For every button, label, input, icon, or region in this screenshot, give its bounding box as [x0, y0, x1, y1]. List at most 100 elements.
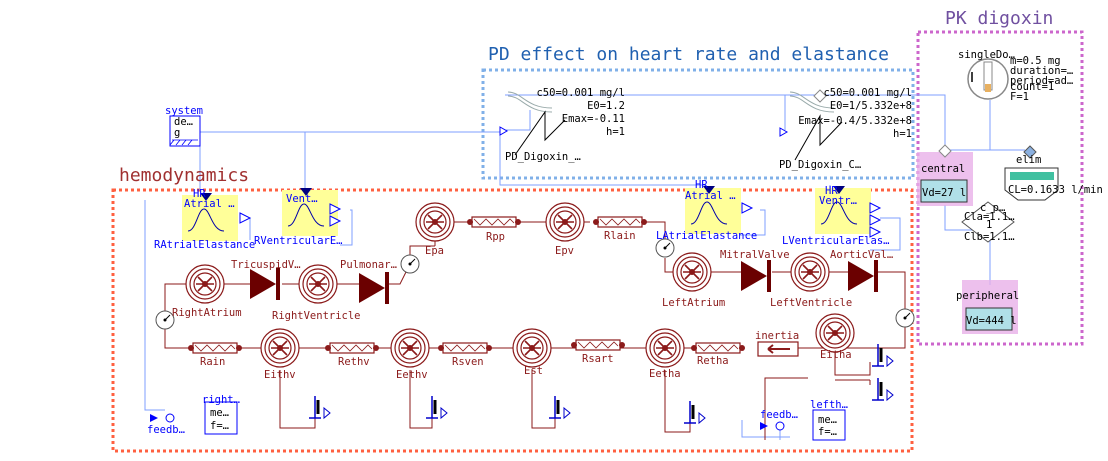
- eitha-label: Eitha: [820, 349, 852, 361]
- peripheral-vd: Vd=444 l: [966, 315, 1017, 327]
- transfer-param-cla: Cla=1.1…: [964, 211, 1015, 223]
- left-block-name: lefth…: [810, 399, 848, 411]
- transfer-name: c_p…: [980, 202, 1006, 214]
- pk-group-title: PK digoxin: [945, 8, 1054, 29]
- dose-param-count: count=1: [1010, 81, 1055, 93]
- aortic-valve[interactable]: [848, 260, 878, 292]
- pd-right-name: PD_Digoxin_C…: [779, 159, 862, 171]
- rlain-label: Rlain: [604, 230, 636, 242]
- dose-param-period: period=ad…: [1010, 75, 1074, 87]
- left-atrial-elastance[interactable]: [684, 185, 754, 235]
- ra-hr-label: HR: [193, 188, 206, 200]
- eethv-label: Eethv: [396, 369, 428, 381]
- rsart-resistor[interactable]: [570, 339, 626, 351]
- right-feedback-block[interactable]: [150, 401, 238, 435]
- right-ventricular-elastance[interactable]: [281, 187, 342, 237]
- pulmonary-valve[interactable]: [359, 272, 389, 304]
- pd-right-param-c50: c50=0.001 mg/l: [823, 87, 912, 99]
- pd-right-param-h: h=1: [893, 128, 912, 140]
- aortic-pressure-gauge[interactable]: [895, 308, 915, 328]
- rain-resistor[interactable]: [187, 342, 243, 354]
- epa-label: Epa: [425, 245, 444, 257]
- eitha-ground: [870, 342, 895, 368]
- dose-param-f: F=1: [1010, 91, 1029, 103]
- rlain-resistor[interactable]: [592, 216, 648, 228]
- transfer-param-1: 1: [986, 219, 993, 231]
- right-atrium-label: RightAtrium: [172, 307, 242, 319]
- central-name: central: [921, 163, 966, 175]
- eethv-elastic[interactable]: [390, 328, 430, 368]
- eithv-label: Eithv: [264, 369, 296, 381]
- left-feedback-block[interactable]: [760, 409, 846, 441]
- dose-param-m: m=0.5 mg: [1010, 55, 1061, 67]
- ra-name: RAtrialElastance: [154, 239, 256, 251]
- rpp-resistor[interactable]: [466, 216, 522, 228]
- eetha-elastic[interactable]: [645, 328, 685, 368]
- est-label: Est: [524, 365, 543, 377]
- hemo-group-title: hemodynamics: [119, 165, 250, 186]
- la-hr-label: HR: [695, 179, 708, 191]
- retha-resistor[interactable]: [690, 342, 746, 354]
- eithv-elastic[interactable]: [260, 328, 300, 368]
- eitha-elastic[interactable]: [815, 313, 855, 353]
- eetha-ground: [682, 399, 707, 425]
- pd-group-border: [481, 68, 915, 180]
- left-feedback-name: feedb…: [760, 409, 798, 421]
- rethv-label: Rethv: [338, 356, 370, 368]
- la-block-label: Atrial …: [685, 190, 736, 202]
- left-ventricle[interactable]: [790, 252, 830, 292]
- elim-cl: CL=0.1633 l/min: [1008, 184, 1103, 196]
- elim-name: elim: [1016, 154, 1042, 166]
- peripheral-compartment[interactable]: [962, 280, 1018, 334]
- elim-block[interactable]: [1004, 145, 1059, 201]
- single-dose-block[interactable]: [967, 58, 1009, 100]
- left-atrium-label: LeftAtrium: [662, 297, 726, 309]
- lv-block-label: Ventr…: [819, 195, 857, 207]
- central-compartment[interactable]: [917, 144, 973, 206]
- tricuspid-valve[interactable]: [250, 268, 280, 300]
- rv-name: RVentricularE…: [254, 235, 343, 247]
- inertia-block[interactable]: [757, 341, 799, 357]
- left-block-param-f: f=…: [818, 426, 837, 438]
- rpp-label: Rpp: [486, 231, 505, 243]
- system-icon-text: de… g: [174, 116, 193, 139]
- lv-name: LVentricularElas…: [782, 235, 890, 247]
- pd-left-block[interactable]: [499, 91, 566, 156]
- pd-left-param-e0: E0=1.2: [587, 100, 625, 112]
- retha-label: Retha: [697, 355, 729, 367]
- eithv-ground: [307, 394, 332, 420]
- left-ventricular-elastance[interactable]: [814, 185, 882, 238]
- peripheral-name: peripheral: [956, 290, 1020, 302]
- right-block-param-f: f=…: [210, 420, 229, 432]
- lv-hr-label: HR: [825, 185, 838, 197]
- right-feedback-name: feedb…: [147, 424, 185, 436]
- epv-label: Epv: [555, 245, 574, 257]
- eitha-ground-2: [870, 376, 895, 402]
- pd-left-param-c50: c50=0.001 mg/l: [536, 87, 625, 99]
- right-ventricle[interactable]: [298, 264, 338, 304]
- rsven-resistor[interactable]: [437, 342, 493, 354]
- tricuspid-label: TricuspidV…: [231, 259, 301, 271]
- mitral-valve[interactable]: [741, 260, 771, 292]
- epv-elastic[interactable]: [545, 202, 585, 242]
- inertia-label: inertia: [755, 330, 800, 342]
- est-elastic[interactable]: [512, 328, 552, 368]
- pd-left-param-h: h=1: [606, 126, 625, 138]
- rain-label: Rain: [200, 356, 226, 368]
- right-atrial-elastance[interactable]: [181, 192, 252, 242]
- est-ground: [547, 394, 572, 420]
- pulmonary-pressure-gauge[interactable]: [400, 254, 420, 274]
- left-ventricle-label: LeftVentricle: [770, 297, 853, 309]
- system-block[interactable]: [169, 115, 201, 147]
- transfer-block[interactable]: [961, 201, 1015, 243]
- rsart-label: Rsart: [582, 353, 614, 365]
- transfer-param-clb: Clb=1.1…: [964, 231, 1015, 243]
- rethv-resistor[interactable]: [324, 342, 380, 354]
- left-atrium[interactable]: [672, 252, 712, 292]
- mitral-label: MitralValve: [720, 249, 790, 261]
- right-atrium[interactable]: [185, 264, 225, 304]
- epa-elastic[interactable]: [415, 202, 455, 242]
- pd-right-block[interactable]: [779, 89, 843, 161]
